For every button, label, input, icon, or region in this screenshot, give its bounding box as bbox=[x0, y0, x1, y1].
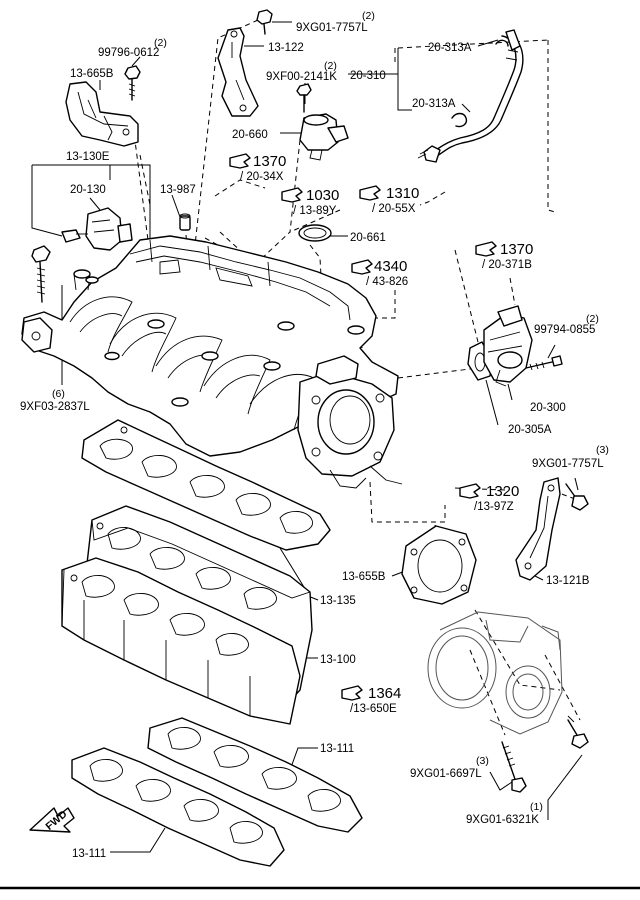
label-9xf03-2837l: 9XF03-2837L bbox=[20, 401, 90, 413]
ref-sub: / 13-89Y bbox=[293, 205, 337, 217]
gasket-13-135 bbox=[81, 419, 331, 551]
pipe-20-310 bbox=[417, 29, 524, 163]
label-99794-0855: 99794-0855 bbox=[534, 324, 595, 336]
gasket-13-111-lower bbox=[71, 747, 285, 867]
label-99796-0612: 99796-0612 bbox=[98, 47, 159, 59]
qty-9xg01-7757l-top: (2) bbox=[362, 10, 375, 22]
ref-sub: / 20-34X bbox=[240, 171, 284, 183]
qty-99796-0612: (2) bbox=[154, 37, 167, 49]
throttle-body-phantom bbox=[427, 611, 563, 735]
lower-intake-manifold-13-100 bbox=[61, 505, 313, 725]
ref-sub: / 20-371B bbox=[482, 259, 532, 271]
label-20-130: 20-130 bbox=[70, 184, 106, 196]
label-20-313a-bottom: 20-313A bbox=[412, 98, 456, 110]
pointing-hand-icon bbox=[351, 259, 373, 275]
pointing-hand-icon bbox=[359, 185, 381, 201]
throttle-body-flange bbox=[297, 355, 403, 489]
label-20-660: 20-660 bbox=[232, 129, 268, 141]
ref-number: 1364 bbox=[368, 685, 401, 702]
ref-1370-a: 1370 / 20-34X bbox=[229, 153, 286, 183]
pointing-hand-icon bbox=[459, 483, 481, 499]
qty-9xf00-2141k: (2) bbox=[324, 60, 337, 72]
ref-number: 1370 bbox=[253, 153, 286, 170]
bolt-9xg01-7757l-mid bbox=[565, 483, 589, 511]
pointing-hand-icon bbox=[475, 241, 497, 257]
ref-sub: / 43-826 bbox=[366, 276, 408, 288]
qty-9xg01-6697l: (3) bbox=[476, 755, 489, 767]
label-9xf00-2141k: 9XF00-2141K bbox=[266, 71, 337, 83]
ref-number: 1370 bbox=[500, 241, 533, 258]
ref-number: 4340 bbox=[374, 258, 407, 275]
ref-1320: 1320 /13-97Z bbox=[459, 483, 519, 513]
label-20-661: 20-661 bbox=[350, 232, 386, 244]
ref-sub: / 20-55X bbox=[372, 203, 416, 215]
label-20-313a-top: 20-313A bbox=[428, 42, 472, 54]
pointing-hand-icon bbox=[281, 187, 303, 203]
label-13-121b: 13-121B bbox=[546, 575, 590, 587]
bolt-9xf00-2141k bbox=[296, 83, 312, 113]
bracket-13-122 bbox=[217, 27, 259, 117]
bolt-9xg01-6321k bbox=[567, 715, 589, 749]
bolt-9xf03-2837l bbox=[31, 245, 51, 303]
pointing-hand-icon bbox=[341, 685, 363, 701]
solenoid-valve-20-660 bbox=[299, 113, 349, 161]
ref-number: 1030 bbox=[306, 187, 339, 204]
label-20-305a: 20-305A bbox=[508, 424, 552, 436]
hose-clip-20-313a bbox=[451, 39, 509, 128]
label-13-111-bottom: 13-111 bbox=[72, 848, 106, 860]
ref-1364: 1364 /13-650E bbox=[341, 685, 401, 715]
sensor-20-130 bbox=[61, 207, 133, 251]
bolt-99796-0612 bbox=[124, 65, 141, 101]
label-13-987: 13-987 bbox=[160, 184, 196, 196]
bolt-9xg01-7757l-top bbox=[256, 9, 273, 35]
label-9xg01-7757l-top: 9XG01-7757L bbox=[296, 22, 368, 34]
part-labels: (2) 9XG01-7757L 13-122 (2) 99796-0612 13… bbox=[20, 10, 609, 860]
gasket-13-111-upper bbox=[147, 717, 363, 833]
label-20-300: 20-300 bbox=[530, 402, 566, 414]
bolt-99794-0855 bbox=[525, 355, 563, 371]
ref-1030: 1030 / 13-89Y bbox=[281, 187, 339, 217]
label-13-122: 13-122 bbox=[268, 42, 304, 54]
forward-arrow-icon: FWD bbox=[29, 807, 75, 833]
label-13-111-top: 13-111 bbox=[320, 743, 354, 755]
gasket-20-661 bbox=[298, 224, 332, 242]
egr-valve-20-300 bbox=[483, 305, 533, 387]
label-9xg01-6321k: 9XG01-6321K bbox=[466, 814, 539, 826]
label-13-130e: 13-130E bbox=[66, 151, 110, 163]
label-13-100: 13-100 bbox=[320, 654, 356, 666]
label-13-655b: 13-655B bbox=[342, 571, 386, 583]
label-9xg01-7757l-mid: 9XG01-7757L bbox=[532, 458, 604, 470]
ref-4340: 4340 / 43-826 bbox=[351, 258, 408, 288]
ref-1370-b: 1370 / 20-371B bbox=[475, 241, 533, 271]
bracket-13-665b bbox=[65, 81, 139, 147]
bolt-9xg01-6697l bbox=[501, 741, 527, 793]
label-9xg01-6697l: 9XG01-6697L bbox=[410, 768, 482, 780]
label-13-135: 13-135 bbox=[320, 595, 356, 607]
ref-1310: 1310 / 20-55X bbox=[359, 185, 419, 215]
gasket-13-655b bbox=[401, 525, 477, 605]
cap-13-987 bbox=[179, 213, 191, 231]
ref-sub: /13-97Z bbox=[474, 501, 514, 513]
bracket-13-121b bbox=[515, 477, 561, 581]
qty-99794-0855: (2) bbox=[586, 313, 599, 325]
qty-9xg01-6321k: (1) bbox=[530, 801, 543, 813]
ref-number: 1310 bbox=[386, 185, 419, 202]
ref-sub: /13-650E bbox=[350, 703, 397, 715]
ref-number: 1320 bbox=[486, 483, 519, 500]
pointing-hand-icon bbox=[229, 153, 251, 169]
label-20-310: 20-310 bbox=[350, 70, 386, 82]
label-13-665b: 13-665B bbox=[70, 68, 114, 80]
qty-9xg01-7757l-mid: (3) bbox=[596, 444, 609, 456]
qty-9xf03-2837l: (6) bbox=[52, 388, 65, 400]
